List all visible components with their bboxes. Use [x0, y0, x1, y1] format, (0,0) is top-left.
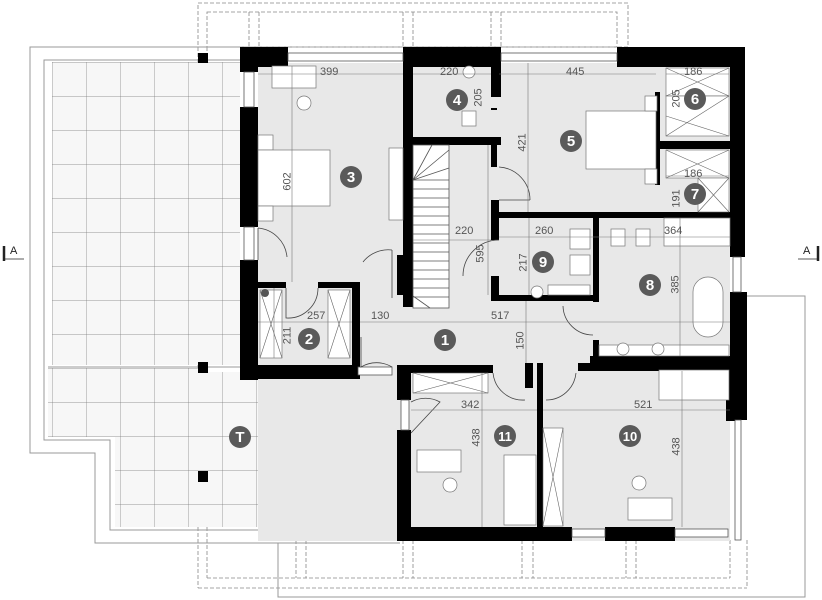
- dim-room11-height: 438: [470, 428, 483, 447]
- chimney: [261, 289, 269, 297]
- dim-room5-width: 445: [566, 66, 585, 78]
- dim-room6-height: 205: [670, 89, 683, 108]
- bed: [503, 454, 537, 526]
- nightstand: [257, 205, 274, 222]
- toilet: [530, 285, 544, 299]
- dim-stair-width: 220: [455, 225, 474, 237]
- section-marker-right: A: [803, 245, 811, 257]
- sink: [461, 110, 477, 127]
- staircase: [412, 144, 450, 309]
- sink: [610, 228, 626, 247]
- bathtub: [692, 276, 724, 338]
- room-badge-terrace: T: [229, 426, 251, 448]
- dim-room7-width: 186: [684, 168, 703, 180]
- nightstand: [644, 95, 658, 112]
- dim-hall-length: 517: [491, 310, 510, 322]
- room-badge-8: 8: [639, 274, 661, 296]
- room-badge-4: 4: [446, 89, 468, 111]
- dim-room7-height: 191: [670, 189, 683, 208]
- nightstand: [257, 134, 274, 151]
- walls: [240, 47, 747, 541]
- dim-room11-width: 342: [461, 399, 480, 411]
- terrace-outline: [29, 46, 806, 598]
- room-badge-7: 7: [684, 183, 706, 205]
- dim-room3-width: 399: [320, 66, 339, 78]
- dim-room10-width: 521: [634, 399, 653, 411]
- room-badge-3: 3: [340, 166, 362, 188]
- dim-room4-width: 220: [440, 66, 459, 78]
- room-badge-1: 1: [434, 329, 456, 351]
- sink: [635, 228, 651, 247]
- chair: [296, 95, 312, 111]
- dim-hall-width: 130: [371, 310, 390, 322]
- desk: [627, 497, 673, 521]
- doors: [257, 166, 594, 434]
- room-badge-9: 9: [532, 251, 554, 273]
- counter: [547, 284, 591, 296]
- windows: [243, 52, 742, 541]
- dim-room8-width: 364: [664, 225, 683, 237]
- dim-room3-height: 602: [281, 172, 294, 191]
- dim-hall-depth: 150: [514, 331, 527, 350]
- dryer: [569, 254, 591, 276]
- room-badge-2: 2: [298, 328, 320, 350]
- nightstand: [644, 168, 658, 185]
- dim-room2-height: 211: [281, 326, 294, 345]
- dim-room8-height: 385: [669, 275, 682, 294]
- chair: [631, 475, 647, 491]
- dim-stair-length: 595: [474, 244, 487, 263]
- desk: [416, 449, 462, 473]
- dim-room5-height: 421: [516, 133, 529, 152]
- pillar: [198, 53, 208, 63]
- room-badge-10: 10: [619, 425, 641, 447]
- shower: [663, 217, 731, 247]
- bed: [257, 149, 331, 207]
- bed: [585, 110, 657, 170]
- chair: [442, 477, 458, 493]
- dim-room9-height: 217: [517, 253, 530, 272]
- section-marker-left: A: [10, 245, 18, 257]
- wardrobes: [259, 67, 730, 527]
- dimension-lines: [258, 63, 730, 527]
- furniture: [257, 65, 731, 526]
- dim-room10-height: 438: [670, 437, 683, 456]
- tv-unit: [388, 147, 404, 221]
- dim-room9-width: 260: [535, 225, 554, 237]
- pillar: [198, 471, 208, 482]
- pillar: [198, 362, 208, 373]
- desk: [271, 65, 317, 89]
- washer: [569, 228, 591, 250]
- room-badge-6: 6: [684, 88, 706, 110]
- dim-room4-height: 205: [472, 88, 485, 107]
- room-badge-5: 5: [560, 130, 582, 152]
- dim-room2-width: 257: [307, 310, 326, 322]
- section-markers: [2, 246, 820, 261]
- toilet: [462, 65, 476, 79]
- room-badge-11: 11: [494, 425, 516, 447]
- bed: [658, 369, 730, 401]
- dim-room6-width: 186: [684, 66, 703, 78]
